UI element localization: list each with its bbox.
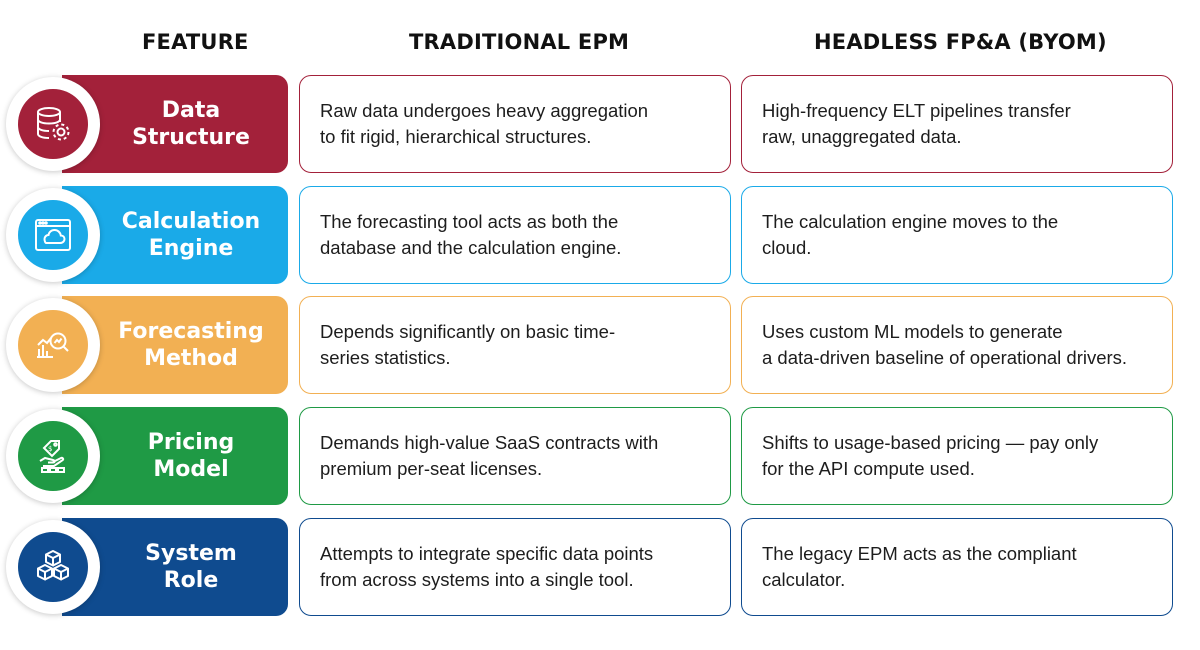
headless-fpa-cell: Uses custom ML models to generate a data… (741, 296, 1173, 394)
headless-fpa-cell: The legacy EPM acts as the compliant cal… (741, 518, 1173, 616)
feature-icon-circle (18, 89, 88, 159)
cell-text: The calculation engine moves to the clou… (762, 211, 1059, 258)
row-data-structure: Data Structure Raw data undergoes heavy … (0, 75, 1200, 173)
header-headless-fpa: HEADLESS FP&A (BYOM) (814, 30, 1107, 54)
traditional-epm-cell: Depends significantly on basic time- ser… (299, 296, 731, 394)
feature-icon-circle (18, 532, 88, 602)
traditional-epm-cell: Demands high-value SaaS contracts with p… (299, 407, 731, 505)
cell-text: Attempts to integrate specific data poin… (320, 543, 654, 590)
cell-text: Uses custom ML models to generate a data… (762, 321, 1128, 368)
cell-text: Shifts to usage-based pricing — pay only… (762, 432, 1099, 479)
database-gear-icon (37, 107, 70, 141)
feature-icon-disc (6, 77, 100, 171)
cell-text: The forecasting tool acts as both the da… (320, 211, 622, 258)
cell-text: Raw data undergoes heavy aggregation to … (320, 100, 649, 147)
traditional-epm-cell: Raw data undergoes heavy aggregation to … (299, 75, 731, 173)
feature-label-text: Forecasting Method (118, 319, 264, 371)
feature-icon-circle: $ (18, 421, 88, 491)
feature-icon-disc: $ (6, 409, 100, 503)
headless-fpa-cell: The calculation engine moves to the clou… (741, 186, 1173, 284)
traditional-epm-cell: The forecasting tool acts as both the da… (299, 186, 731, 284)
feature-label-text: System Role (145, 541, 237, 593)
feature-label: Calculation Engine (62, 186, 288, 284)
cell-text: Demands high-value SaaS contracts with p… (320, 432, 659, 479)
header-traditional-epm: TRADITIONAL EPM (409, 30, 630, 54)
headless-fpa-cell: High-frequency ELT pipelines transfer ra… (741, 75, 1173, 173)
cell-text: The legacy EPM acts as the compliant cal… (762, 543, 1077, 590)
svg-text:$: $ (48, 445, 52, 453)
headless-fpa-cell: Shifts to usage-based pricing — pay only… (741, 407, 1173, 505)
feature-icon-disc (6, 298, 100, 392)
cell-text: Depends significantly on basic time- ser… (320, 321, 616, 368)
feature-label-text: Pricing Model (147, 430, 235, 482)
header-feature: FEATURE (142, 30, 249, 54)
row-pricing-model: Pricing Model $ Demands high-value SaaS … (0, 407, 1200, 505)
row-system-role: System Role Attempts to integrate specif… (0, 518, 1200, 616)
cloud-window-icon (35, 219, 71, 251)
feature-label-text: Calculation Engine (121, 209, 261, 261)
feature-icon-disc (6, 188, 100, 282)
feature-icon-disc (6, 520, 100, 614)
feature-icon-circle (18, 200, 88, 270)
feature-label-text: Data Structure (132, 98, 250, 150)
traditional-epm-cell: Attempts to integrate specific data poin… (299, 518, 731, 616)
feature-icon-circle (18, 310, 88, 380)
cell-text: High-frequency ELT pipelines transfer ra… (762, 100, 1071, 147)
price-tag-hand-icon: $ (39, 440, 65, 473)
chart-magnifier-icon (37, 332, 69, 358)
row-calculation-engine: Calculation Engine The forecasting tool … (0, 186, 1200, 284)
row-forecasting-method: Forecasting Method Depends significantly… (0, 296, 1200, 394)
stacked-cubes-icon (37, 550, 69, 581)
